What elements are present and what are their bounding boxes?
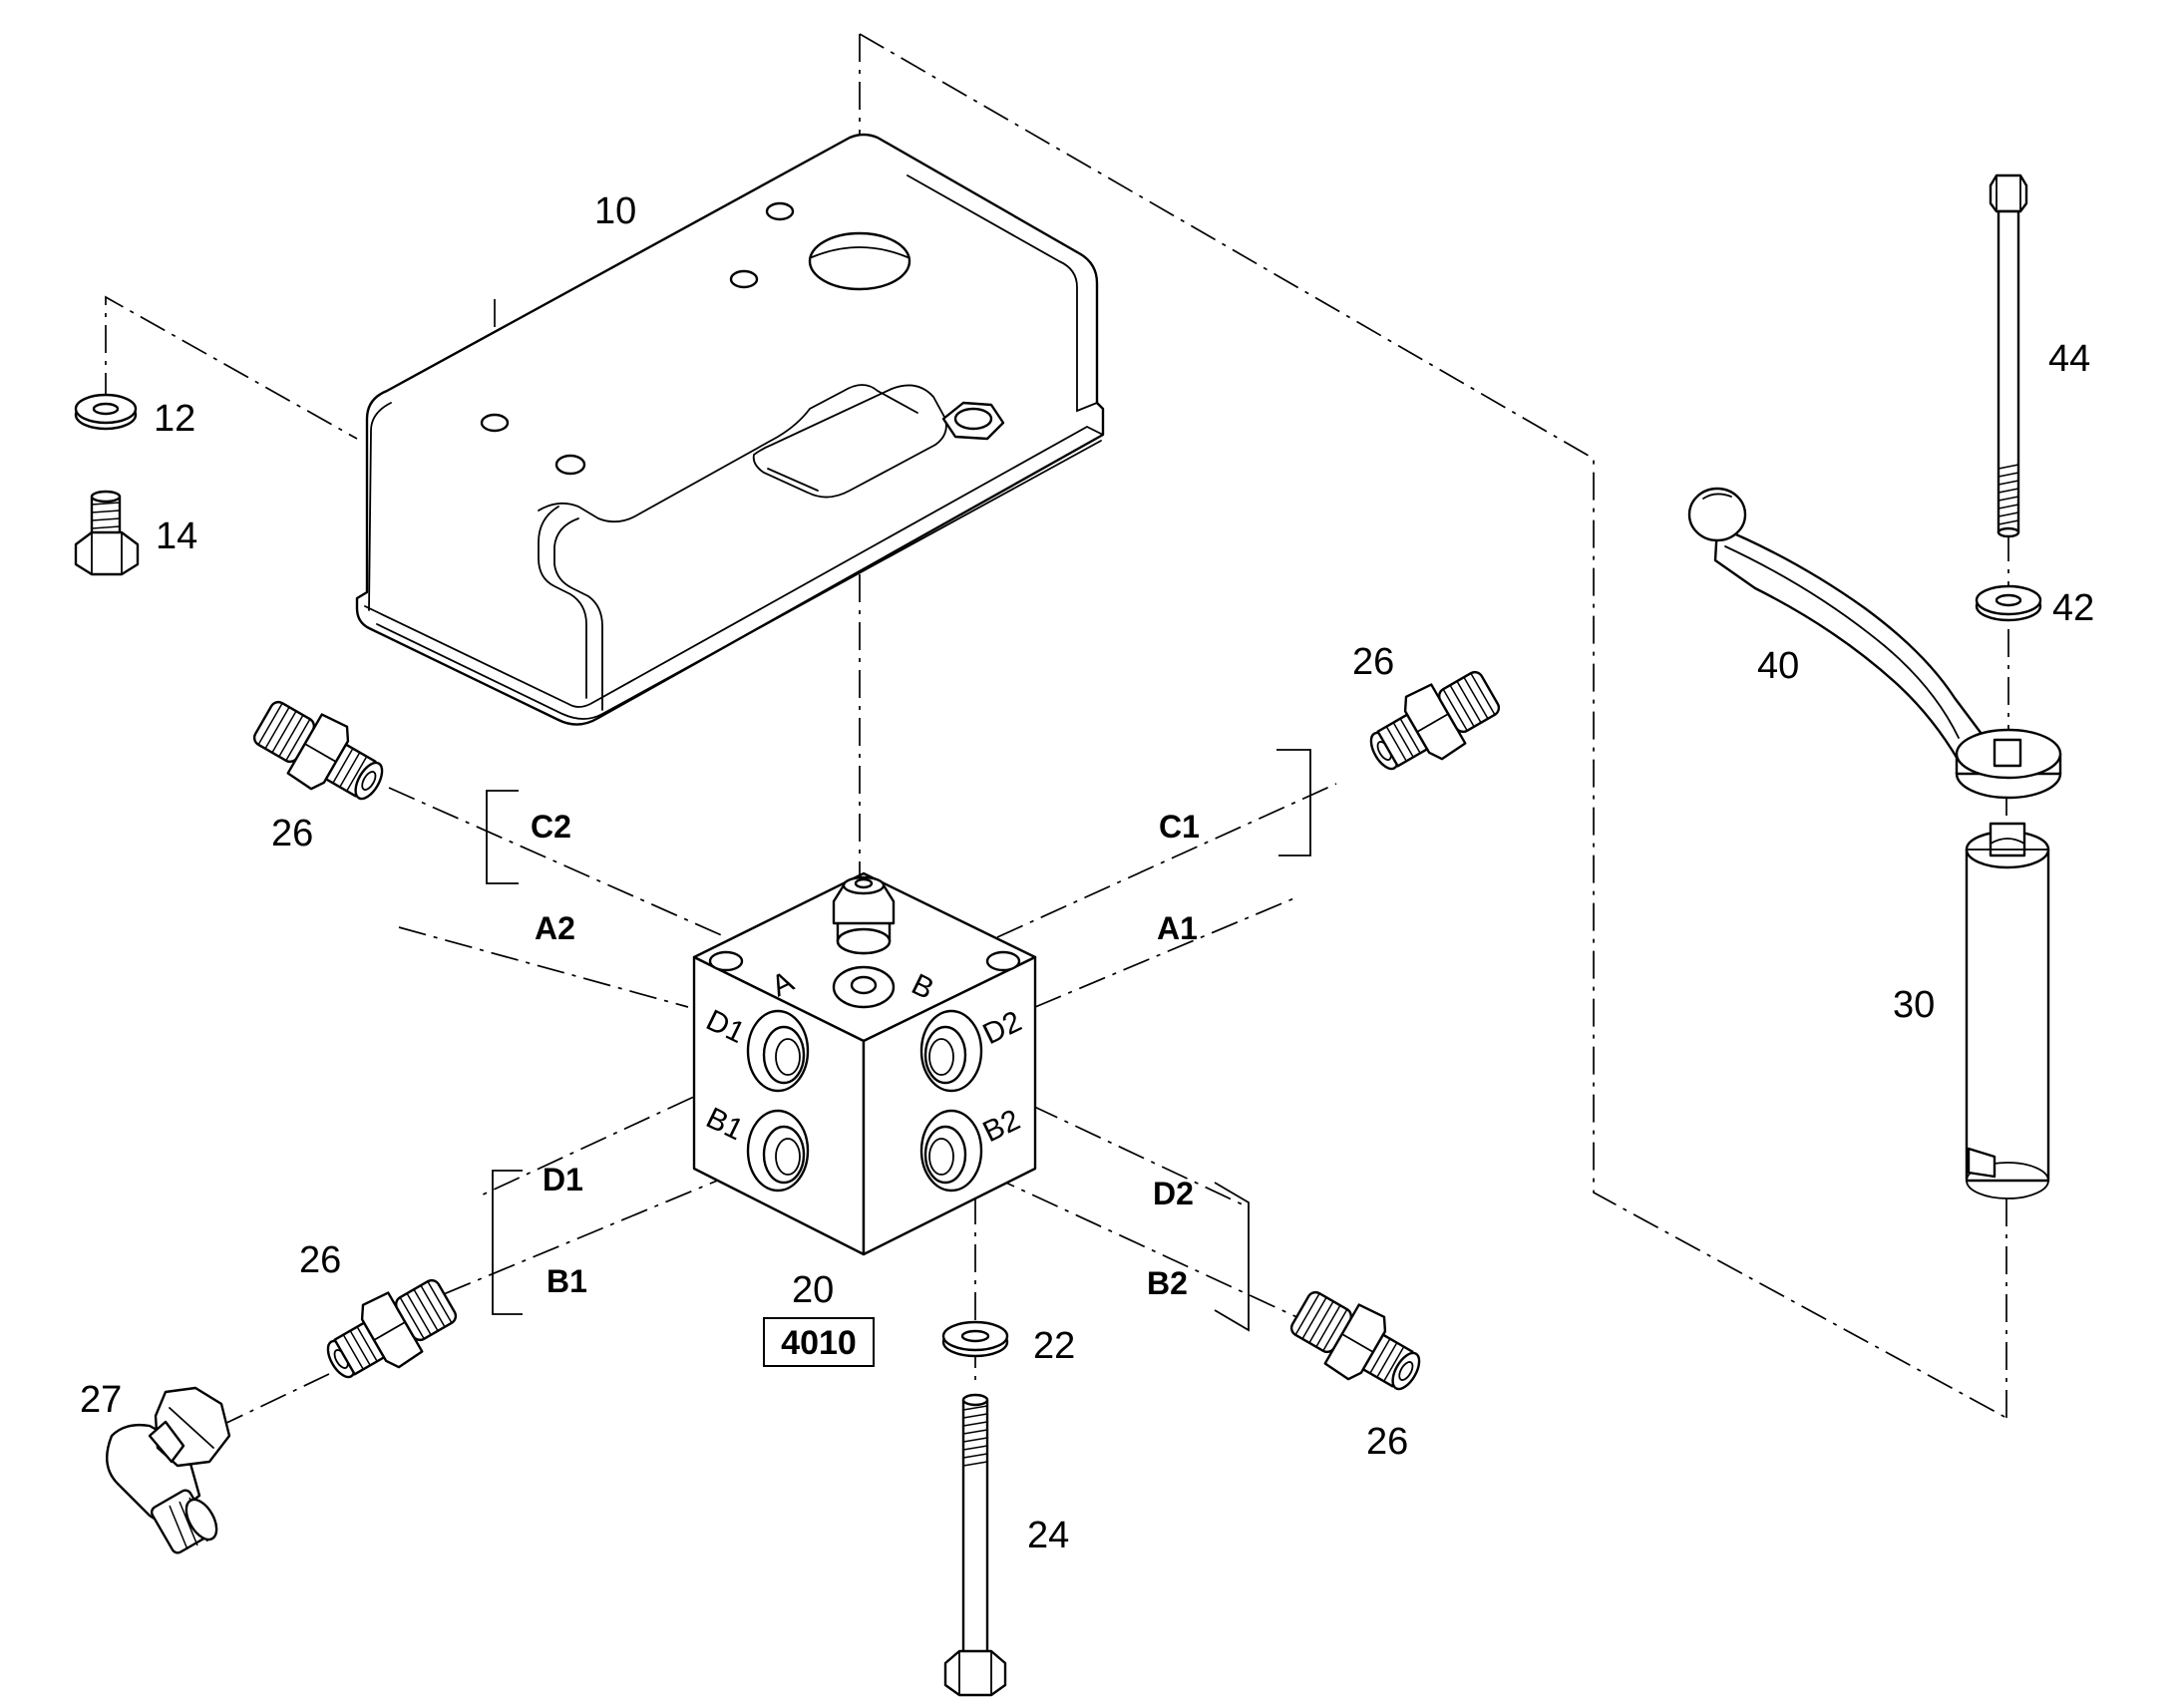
callout-14: 14 [156,515,197,557]
port-label-b2: B2 [1147,1265,1188,1301]
callout-numbers: 10 12 14 26 26 26 26 27 20 22 24 30 40 4… [80,190,2094,1556]
port-label-c1: C1 [1159,809,1200,845]
screw-part-14 [74,490,140,576]
callout-24: 24 [1027,1515,1069,1556]
callout-30: 30 [1893,984,1935,1026]
port-labels: C2 A2 C1 A1 D1 B1 D2 B2 [531,809,1200,1301]
bolt-part-24 [943,1393,1007,1697]
callout-40: 40 [1757,645,1799,687]
port-label-d2: D2 [1153,1176,1194,1211]
port-label-c2: C2 [531,809,571,845]
callout-20: 20 [792,1269,834,1311]
fitting-part-26-upper-left [252,700,384,801]
sleeve-part-30 [1965,822,2050,1199]
washer-part-42 [1975,584,2042,622]
fitting-part-26-lower-right [1289,1290,1421,1391]
bolt-part-44 [1989,173,2028,538]
callout-22: 22 [1033,1325,1075,1367]
cover-part-10 [355,133,1105,726]
callout-26-upper-right: 26 [1352,641,1394,683]
callout-26-lower-left: 26 [299,1239,341,1281]
callout-12: 12 [154,398,195,440]
port-label-b1: B1 [546,1263,587,1299]
washer-part-22 [941,1320,1009,1358]
callout-42: 42 [2052,587,2094,629]
callout-26-upper-left: 26 [271,813,313,854]
reference-code: 4010 [781,1324,857,1362]
callout-26-lower-right: 26 [1366,1421,1408,1463]
fitting-part-26-lower-left [326,1278,458,1379]
callout-44: 44 [2048,338,2090,380]
port-label-a2: A2 [535,910,575,946]
handle-lever-part-40 [1687,487,2062,800]
callout-27: 27 [80,1379,122,1421]
fitting-part-26-upper-right [1369,670,1501,771]
valve-block-part-20: A B D1 B1 D2 B2 [692,871,1037,1256]
port-label-a1: A1 [1157,910,1198,946]
callout-10: 10 [594,190,636,232]
reference-box: 4010 [763,1317,875,1367]
washer-part-12 [74,393,138,431]
port-brackets [486,749,1311,1332]
elbow-fitting-part-27 [106,1386,231,1554]
port-label-d1: D1 [543,1162,583,1197]
